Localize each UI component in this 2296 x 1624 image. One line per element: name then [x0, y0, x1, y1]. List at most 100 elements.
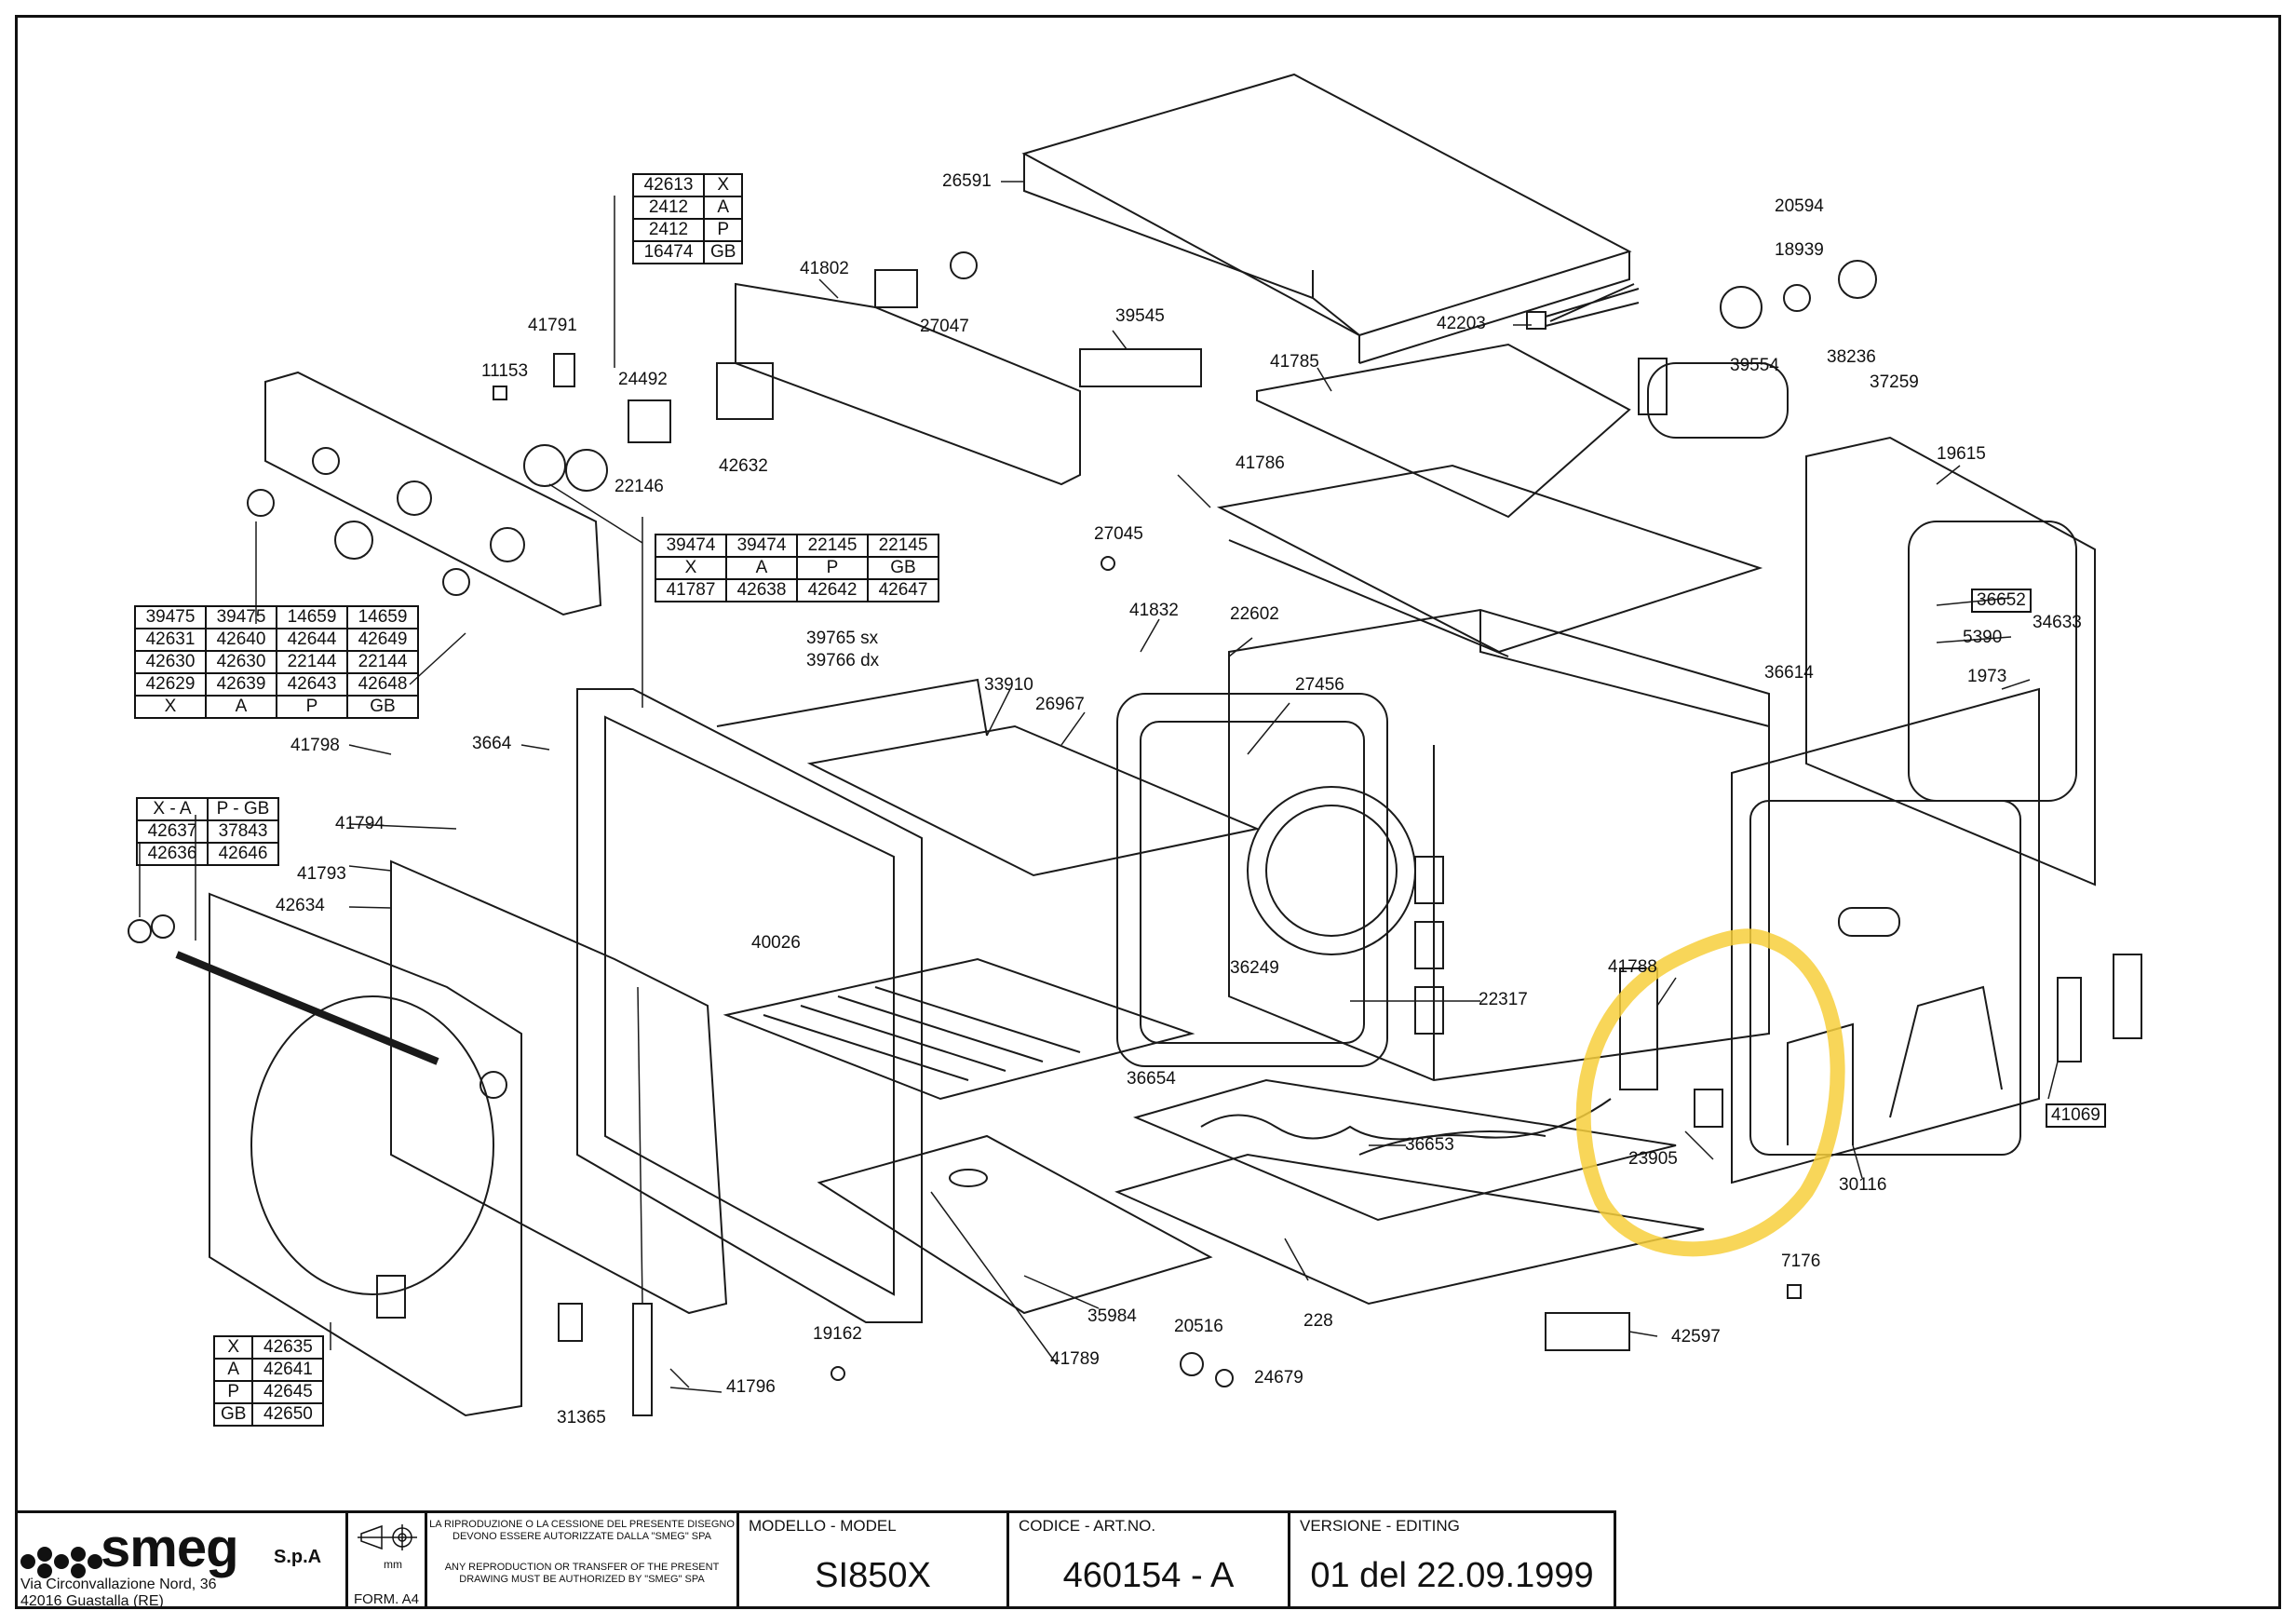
- table-cell: 14659: [346, 605, 419, 629]
- label-27045: 27045: [1094, 524, 1143, 544]
- label-41788: 41788: [1608, 957, 1657, 977]
- table-cell: 42629: [134, 672, 207, 697]
- table-cell: 39475: [134, 605, 207, 629]
- table-cell: P - GB: [207, 797, 279, 821]
- part-drip-tray: [817, 1134, 1213, 1315]
- part-top-cover: [1021, 73, 1632, 364]
- label-41796: 41796: [726, 1377, 776, 1397]
- code-cell: CODICE - ART.NO. 460154 - A: [1009, 1510, 1290, 1609]
- part-small-components: [128, 251, 2142, 1416]
- table-cell: 2412: [632, 196, 705, 220]
- part-shelf-bracket: [1216, 464, 1763, 657]
- label-1973: 1973: [1967, 667, 2007, 686]
- label-23905: 23905: [1628, 1149, 1678, 1169]
- table-cell: A: [725, 556, 798, 580]
- part-front-frame: [576, 688, 923, 1323]
- label-42634: 42634: [276, 896, 325, 915]
- table-cell: 42648: [346, 672, 419, 697]
- label-41785: 41785: [1270, 352, 1319, 372]
- table-cell: 42643: [276, 672, 348, 697]
- version-header: VERSIONE - EDITING: [1300, 1517, 1460, 1535]
- label-36614: 36614: [1764, 663, 1814, 683]
- table-cell: 22145: [796, 534, 869, 558]
- part-oven-door: [175, 859, 728, 1417]
- label-27456: 27456: [1295, 675, 1344, 695]
- table-cell: 22145: [867, 534, 939, 558]
- label-11153: 11153: [481, 361, 529, 381]
- table-cell: P: [702, 218, 744, 242]
- table-cell: 42641: [251, 1358, 325, 1382]
- label-41786: 41786: [1236, 453, 1285, 473]
- label-36652: 36652: [1971, 589, 2032, 613]
- table-cell: 2412: [632, 218, 705, 242]
- table-cell: 42644: [276, 628, 348, 652]
- label-31365: 31365: [557, 1408, 606, 1428]
- part-roof-panel: [1256, 343, 1631, 519]
- company-cell: smeg S.p.A Via Circonvallazione Nord, 36…: [15, 1510, 348, 1609]
- label-26591: 26591: [942, 171, 992, 191]
- label-36249: 36249: [1230, 958, 1279, 978]
- table-cell: 42631: [134, 628, 207, 652]
- table-cell: A: [212, 1358, 254, 1382]
- table-cell: X: [134, 695, 207, 719]
- label-34633: 34633: [2033, 613, 2082, 632]
- company-logo-text: smeg: [101, 1518, 239, 1578]
- table-cell: 39475: [205, 605, 277, 629]
- projection-symbol-icon: [358, 1524, 417, 1550]
- label-40026: 40026: [751, 933, 801, 953]
- table-cell: GB: [702, 240, 744, 264]
- table-cell: X: [212, 1335, 254, 1360]
- table-cell: P: [276, 695, 348, 719]
- table-cell: 42647: [867, 578, 939, 602]
- table-cell: GB: [346, 695, 419, 719]
- part-control-panel: [264, 371, 602, 616]
- code-value: 460154 - A: [1062, 1556, 1235, 1595]
- table-cell: 42636: [136, 842, 209, 866]
- part-racks: [716, 678, 1261, 1101]
- table-cell: X: [702, 173, 744, 197]
- version-value: 01 del 22.09.1999: [1310, 1556, 1594, 1595]
- label-41832: 41832: [1129, 601, 1179, 620]
- table-cell: 37843: [207, 819, 279, 844]
- table-cell: 39474: [655, 534, 727, 558]
- table-cell: 42637: [136, 819, 209, 844]
- table-cell: 22144: [276, 650, 348, 674]
- part-side-panel: [1731, 687, 2040, 1184]
- model-header: MODELLO - MODEL: [749, 1517, 897, 1535]
- legal-cell: LA RIPRODUZIONE O LA CESSIONE DEL PRESEN…: [427, 1510, 739, 1609]
- label-24492: 24492: [618, 370, 668, 389]
- table-cell: GB: [212, 1402, 254, 1427]
- table-cell: P: [796, 556, 869, 580]
- label-30116: 30116: [1839, 1175, 1887, 1195]
- smeg-logo-icon: [20, 1547, 102, 1578]
- table-cell: A: [205, 695, 277, 719]
- table-cell: 42649: [346, 628, 419, 652]
- table-cell: 42638: [725, 578, 798, 602]
- table-cell: A: [702, 196, 744, 220]
- table-cell: 42639: [205, 672, 277, 697]
- label-26967: 26967: [1035, 695, 1085, 714]
- label-37259: 37259: [1870, 372, 1919, 392]
- label-5390: 5390: [1963, 628, 2003, 647]
- table-cell: GB: [867, 556, 939, 580]
- table-cell: 22144: [346, 650, 419, 674]
- table-cell: 42630: [134, 650, 207, 674]
- label-22146: 22146: [615, 477, 664, 496]
- label-228: 228: [1303, 1311, 1333, 1331]
- company-suffix: S.p.A: [274, 1547, 322, 1567]
- table-cell: 42650: [251, 1402, 325, 1427]
- label-41793: 41793: [297, 864, 346, 884]
